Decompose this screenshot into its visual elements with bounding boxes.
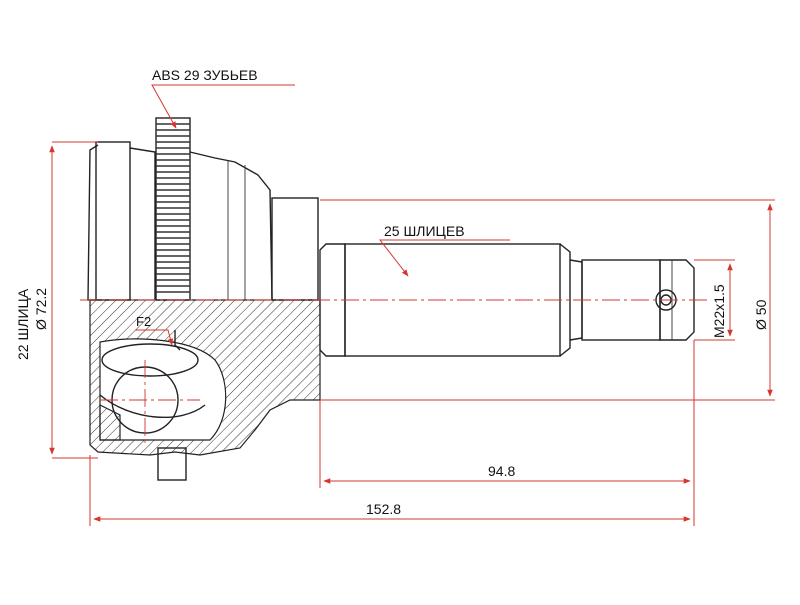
inner-splines-label: 22 ШЛИЦА: [15, 288, 31, 360]
f2-label: F2: [136, 314, 151, 329]
dimensions: [49, 84, 775, 526]
shaft-length-label: 94.8: [488, 463, 515, 479]
abs-ring: [155, 117, 191, 301]
diameter-outer-label: Ø 72.2: [33, 288, 49, 330]
abs-label: ABS 29 ЗУБЬЕВ: [152, 67, 258, 83]
joint-housing: [87, 141, 319, 301]
total-length-label: 152.8: [366, 501, 401, 517]
outer-splines-label: 25 ШЛИЦЕВ: [384, 223, 465, 239]
thread-label: M22x1.5: [711, 284, 727, 338]
joint-section: [89, 299, 321, 481]
diameter-seal-label: Ø 50: [753, 299, 769, 330]
